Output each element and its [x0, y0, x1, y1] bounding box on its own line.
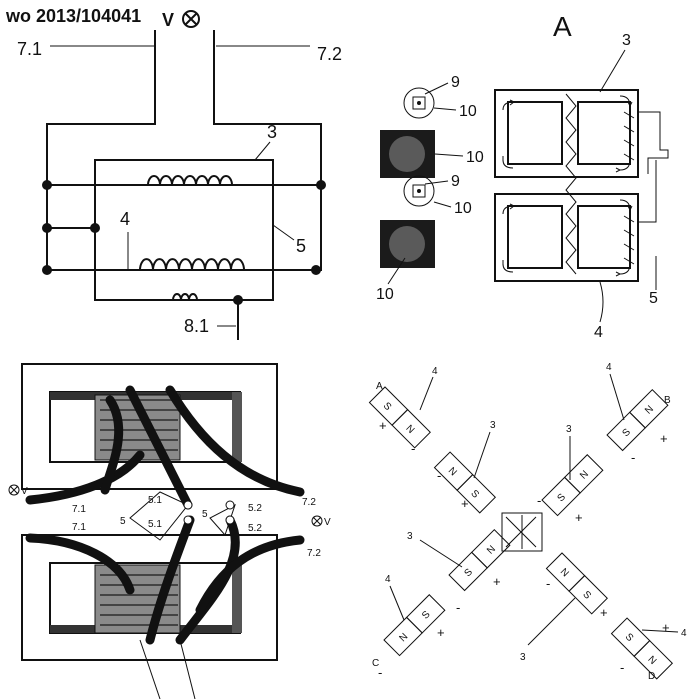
label-4-a: 4 [432, 366, 438, 377]
label-5-2-a: 5.2 [248, 503, 262, 514]
lead-7-2-bottom-label: 7.2 [307, 548, 321, 559]
svg-text:-: - [537, 493, 541, 508]
label-4: 4 [120, 209, 130, 229]
lower-coil-icon [139, 258, 245, 271]
svg-text:S: S [620, 426, 633, 439]
svg-text:N: N [403, 423, 416, 436]
svg-text:-: - [546, 576, 550, 591]
voltage-label: V [162, 10, 174, 30]
panel-a-letter: A [553, 11, 572, 42]
svg-text:N: N [397, 631, 410, 644]
label-3-b: 3 [566, 424, 572, 435]
svg-text:-: - [631, 450, 635, 465]
meter-symbol-icon [311, 515, 323, 527]
label-3: 3 [622, 32, 631, 49]
lead-7-2-top-label: 7.2 [302, 497, 316, 508]
svg-text:N: N [643, 404, 656, 417]
upper-coil-icon [147, 175, 233, 186]
svg-text:N: N [485, 544, 498, 557]
lead-7-2-label: 7.2 [317, 44, 342, 64]
label-5: 5 [296, 236, 306, 256]
magnet-arm-a: SN NS [368, 386, 497, 514]
label-4-c: 4 [385, 574, 391, 585]
magnet-arms-diagram: SN NS SN SN NS SN NS SN A B C [368, 362, 687, 682]
svg-text:S: S [381, 400, 394, 413]
label-10-a: 10 [459, 103, 477, 120]
svg-text:-: - [456, 600, 460, 615]
label-10-c: 10 [454, 200, 472, 217]
svg-text:+: + [437, 625, 445, 640]
sensor-ring-icon [403, 175, 435, 207]
label-3-d: 3 [520, 652, 526, 663]
svg-text:S: S [555, 492, 568, 505]
sense-coil-icon [172, 293, 198, 301]
flux-junction-icon [501, 512, 543, 552]
svg-text:+: + [660, 431, 668, 446]
corner-b-label: B [664, 395, 671, 406]
document-number: wo 2013/104041 [5, 6, 141, 26]
label-4-d: 4 [681, 628, 687, 639]
lead-7-1-label: 7.1 [17, 39, 42, 59]
circuit-schematic: V 7.1 7.2 3 4 5 8.1 [17, 10, 342, 340]
svg-text:S: S [420, 609, 433, 622]
label-5-2-b: 5.2 [248, 523, 262, 534]
label-10-b: 10 [466, 149, 484, 166]
label-4-b: 4 [606, 362, 612, 373]
coil-winding-icon [565, 93, 577, 275]
sensor-ring-icon [403, 87, 435, 119]
corner-c-label: C [372, 658, 379, 669]
svg-text:-: - [620, 660, 624, 675]
svg-text:+: + [575, 510, 583, 525]
label-9-mid: 9 [451, 173, 460, 190]
label-3-a: 3 [490, 420, 496, 431]
label-8-1: 8.1 [184, 316, 209, 336]
label-5-left: 5 [120, 516, 126, 527]
svg-text:N: N [645, 654, 658, 667]
junction-dots [42, 180, 326, 305]
corner-a-label: A [376, 381, 383, 392]
svg-text:N: N [578, 469, 591, 482]
svg-text:-: - [378, 665, 382, 680]
meter-symbol-icon [8, 484, 20, 496]
magnet-arm-c: NS SN [383, 528, 511, 657]
label-9-top: 9 [451, 74, 460, 91]
v-right-label: V [324, 517, 331, 528]
svg-text:+: + [493, 574, 501, 589]
meter-symbol-icon [182, 10, 200, 28]
label-5-1-b: 5.1 [148, 519, 162, 530]
flux-arrows [502, 95, 633, 277]
label-5-right: 5 [202, 509, 208, 520]
polarity-signs: + - - + - + - + - + - + - + - + [378, 418, 670, 680]
v-left-label: V [21, 486, 28, 497]
svg-text:S: S [623, 631, 636, 644]
flux-blocks-diagram: 9 10 10 9 10 10 3 5 [376, 32, 669, 341]
lead-7-1-bottom-label: 7.1 [72, 522, 86, 533]
svg-text:S: S [462, 566, 475, 579]
svg-text:+: + [662, 620, 670, 635]
svg-text:+: + [379, 418, 387, 433]
svg-text:N: N [558, 566, 571, 579]
magnet-arm-b: SN SN [541, 388, 669, 517]
label-4: 4 [594, 324, 603, 341]
svg-text:+: + [461, 496, 469, 511]
lead-7-1-top-label: 7.1 [72, 504, 86, 515]
label-5-1-a: 5.1 [148, 495, 162, 506]
label-3: 3 [267, 122, 277, 142]
svg-text:-: - [437, 468, 441, 483]
svg-text:S: S [468, 488, 481, 501]
magnet-arm-d: NS SN [545, 552, 674, 680]
transformer-cores-drawing: V V 7.1 7.2 7.1 7.2 5 5 5.1 5.1 5.2 5.2 [8, 363, 331, 699]
svg-text:-: - [411, 441, 415, 456]
label-5: 5 [649, 290, 658, 307]
label-10-d: 10 [376, 286, 394, 303]
svg-text:S: S [580, 589, 593, 602]
corner-d-label: D [648, 671, 655, 682]
svg-text:+: + [600, 605, 608, 620]
svg-text:N: N [446, 465, 459, 478]
label-3-c: 3 [407, 531, 413, 542]
